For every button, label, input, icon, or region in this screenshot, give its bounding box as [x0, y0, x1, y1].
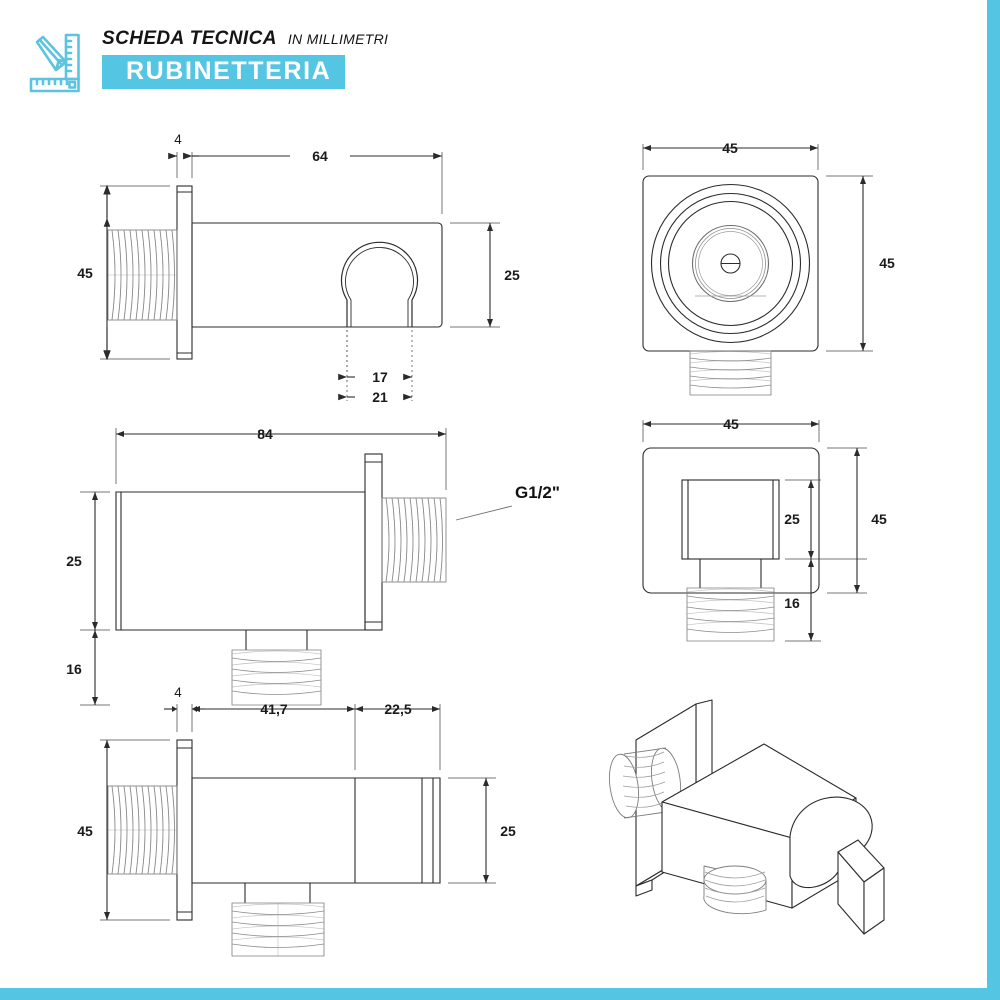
label-thread-size: G1/2" — [515, 483, 560, 502]
dim-body-height: 25 — [500, 823, 516, 839]
accent-band-right — [987, 0, 1000, 988]
page-title: SCHEDA TECNICA — [102, 28, 277, 49]
dim-plate-height: 45 — [77, 265, 93, 281]
dim-length: 64 — [312, 148, 328, 164]
pencil-ruler-icon — [26, 32, 88, 94]
drawing-side-view-plain-body: 4 41,7 22,5 45 25 — [60, 678, 580, 963]
dim-plate-height: 45 — [871, 511, 887, 527]
category-banner: RUBINETTERIA — [102, 55, 346, 89]
dim-body-height: 25 — [66, 553, 82, 569]
header: SCHEDA TECNICA IN MILLIMETRI RUBINETTERI… — [26, 28, 388, 94]
dim-front-width: 45 — [722, 140, 738, 156]
dim-segment-a: 41,7 — [260, 701, 287, 717]
dim-neck-drop: 16 — [784, 595, 800, 611]
drawing-front-view-square-plate: 45 25 16 45 — [615, 410, 945, 680]
dim-cradle-width: 21 — [372, 389, 388, 405]
dim-body-height: 25 — [504, 267, 520, 283]
dim-outlet-drop: 16 — [66, 661, 82, 677]
dim-plate-height: 45 — [77, 823, 93, 839]
dim-front-height: 45 — [879, 255, 895, 271]
page-subtitle: IN MILLIMETRI — [287, 31, 389, 47]
header-text: SCHEDA TECNICA IN MILLIMETRI RUBINETTERI… — [102, 28, 388, 89]
dim-total-length: 84 — [257, 426, 273, 442]
dim-cradle-gap: 17 — [372, 369, 388, 385]
dim-plate-width: 45 — [723, 416, 739, 432]
drawing-isometric-3d-view — [600, 690, 980, 950]
accent-band-bottom — [0, 988, 1000, 1000]
drawing-front-view-round-outlet: 45 45 — [615, 118, 945, 408]
drawing-side-view-elbow-outlet: 84 25 16 G1/2" — [60, 410, 580, 706]
dim-segment-b: 22,5 — [384, 701, 411, 717]
dim-flange-thickness: 4 — [174, 132, 182, 147]
dim-flange-thickness: 4 — [174, 685, 182, 700]
drawing-side-view-with-cradle: 4 64 45 25 — [60, 118, 540, 408]
dim-inner-height: 25 — [784, 511, 800, 527]
